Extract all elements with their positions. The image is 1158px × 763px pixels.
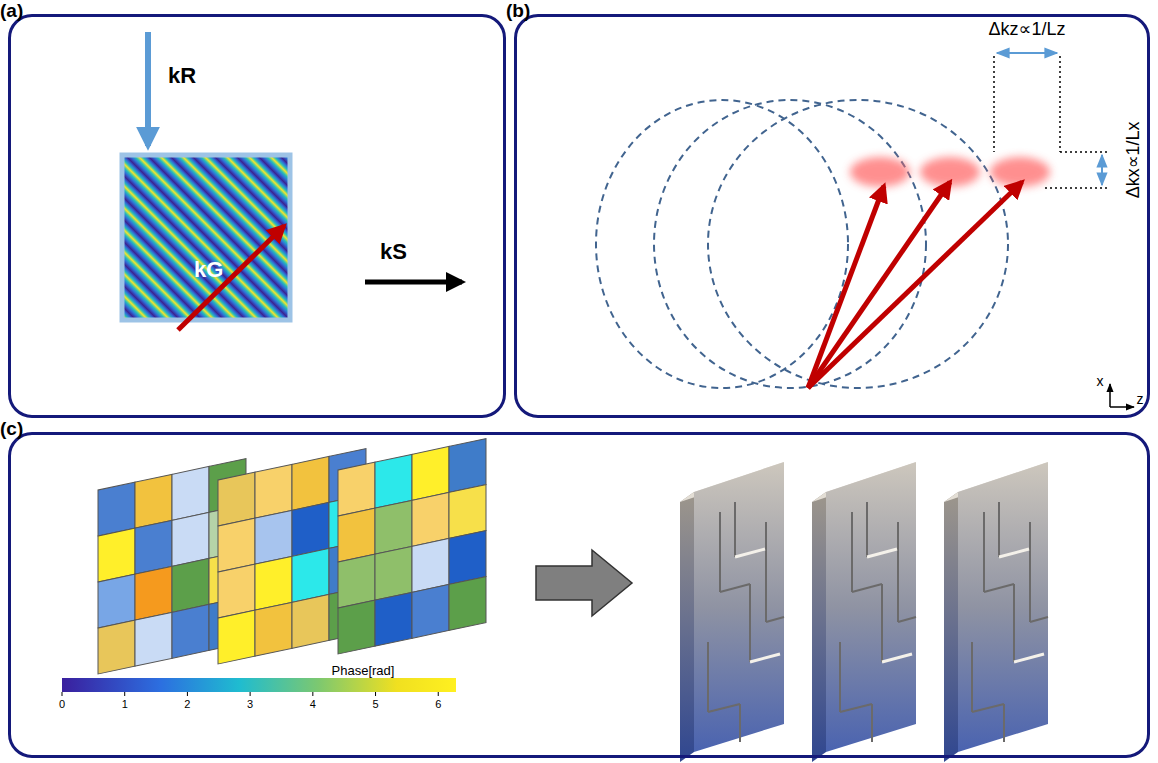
phase-grids bbox=[98, 439, 486, 674]
wavevector-label: kS bbox=[380, 240, 407, 264]
axis-arrow bbox=[1109, 384, 1111, 407]
guide-lines bbox=[994, 56, 1110, 188]
panel-frame: (a) bbox=[8, 14, 506, 418]
metasurface-plates bbox=[680, 462, 1048, 762]
panel-label: (b) bbox=[506, 0, 530, 22]
ewald-circles bbox=[596, 100, 1008, 388]
grating-wavevector bbox=[178, 226, 284, 330]
grating-pattern bbox=[122, 155, 290, 320]
wavevectors bbox=[808, 182, 1022, 388]
dimension-label: Δkz∝1/Lz bbox=[989, 20, 1066, 40]
axis-label: x bbox=[1097, 374, 1104, 389]
axis-arrow bbox=[1110, 406, 1134, 408]
tick-label: 4 bbox=[310, 698, 316, 710]
panel-label: (a) bbox=[0, 0, 23, 22]
colorbar-title: Phase[rad] bbox=[332, 664, 395, 678]
tick-label: 1 bbox=[122, 698, 128, 710]
wavevector-label: kR bbox=[168, 64, 196, 88]
panel-frame: (c) bbox=[8, 432, 1150, 758]
tick-label: 0 bbox=[59, 698, 65, 710]
panel-frame: (b) bbox=[514, 14, 1150, 418]
process-arrow bbox=[536, 550, 632, 616]
scattered-wavevector bbox=[365, 280, 462, 285]
dimension-arrow bbox=[1101, 155, 1103, 185]
colorbar bbox=[62, 678, 456, 692]
tick-label: 5 bbox=[372, 698, 378, 710]
dimension-arrow bbox=[997, 52, 1057, 54]
axis-label: z bbox=[1137, 392, 1144, 407]
tick-label: 6 bbox=[435, 698, 441, 710]
panel-label: (c) bbox=[0, 418, 23, 440]
tick-label: 2 bbox=[184, 698, 190, 710]
wavevector-label: kG bbox=[194, 258, 223, 282]
dimension-label: Δkx∝1/Lx bbox=[1124, 121, 1144, 198]
tick-label: 3 bbox=[247, 698, 253, 710]
colorbar-ticks bbox=[62, 692, 438, 696]
incident-wavevector bbox=[145, 32, 151, 146]
